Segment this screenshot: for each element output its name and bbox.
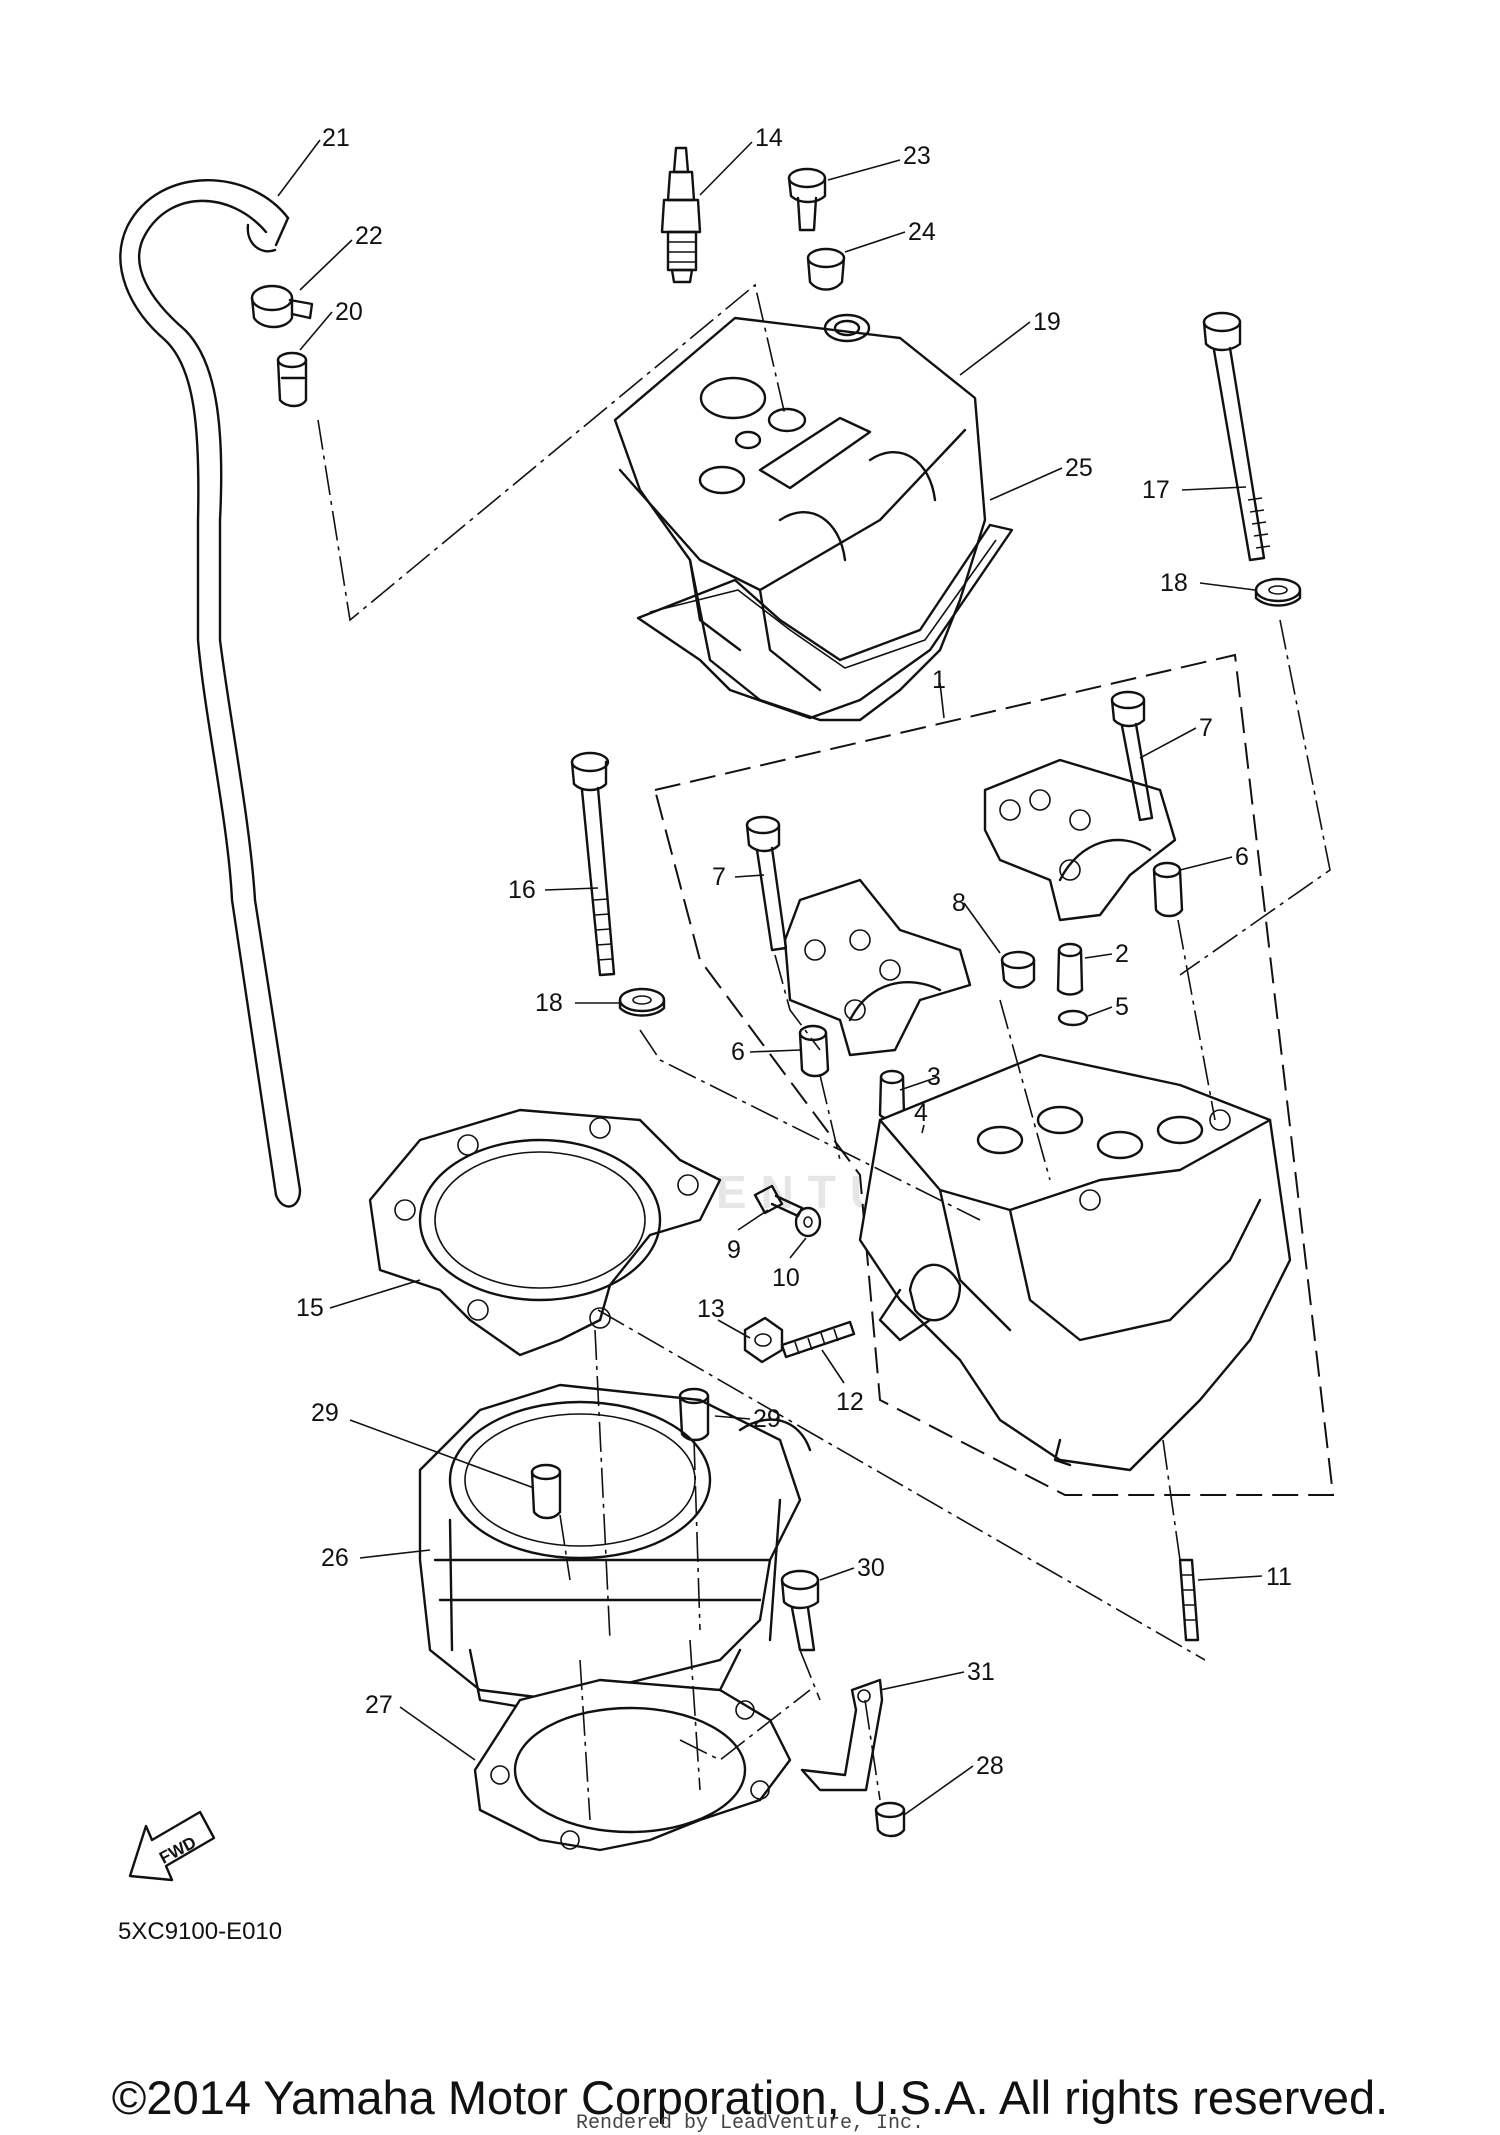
exhaust-stud[interactable] (780, 1320, 856, 1359)
callout-25: 25 (1065, 454, 1093, 482)
long-head-bolt-left[interactable] (570, 751, 616, 977)
cylinder-head-gasket[interactable] (368, 1108, 722, 1357)
callout-29-right: 29 (753, 1405, 781, 1433)
hose-bracket[interactable] (800, 1678, 884, 1792)
callout-9: 9 (727, 1236, 741, 1264)
hose-clamp[interactable] (250, 284, 314, 329)
cover-bolt[interactable] (787, 167, 827, 232)
cover-grommet[interactable] (806, 247, 846, 291)
callout-2: 2 (1115, 940, 1129, 968)
callout-27: 27 (365, 1691, 393, 1719)
cylinder-block[interactable] (418, 1383, 812, 1722)
callout-29-left: 29 (311, 1399, 339, 1427)
callout-4: 4 (914, 1099, 928, 1127)
o-ring-intake[interactable] (1057, 1009, 1089, 1027)
cylinder-dowel-left[interactable] (530, 1463, 562, 1520)
callout-13: 13 (697, 1295, 725, 1323)
callout-leaders (277, 139, 1263, 1816)
callout-20: 20 (335, 298, 363, 326)
forward-direction-arrow: FWD (128, 1810, 216, 1882)
callout-14: 14 (755, 124, 783, 152)
hose-fitting[interactable] (276, 351, 308, 408)
washer-right[interactable] (1254, 577, 1302, 607)
rendered-by-credit: Rendered by LeadVenture, Inc. (575, 2112, 925, 2135)
head-side-bolt[interactable] (753, 1184, 804, 1218)
assembly-lines (317, 283, 1331, 1821)
cylinder-stud[interactable] (1178, 1558, 1200, 1642)
cylinder-head[interactable] (858, 1053, 1292, 1472)
callout-7-left: 7 (712, 863, 726, 891)
dowel-pin-right[interactable] (1152, 861, 1184, 918)
callout-23: 23 (903, 142, 931, 170)
callout-10: 10 (772, 1264, 800, 1292)
cam-cap-bolt-left[interactable] (745, 815, 788, 952)
head-side-washer[interactable] (794, 1206, 822, 1238)
bracket-nut[interactable] (874, 1801, 906, 1838)
callout-3: 3 (927, 1063, 941, 1091)
callout-15: 15 (296, 1294, 324, 1322)
callout-16: 16 (508, 876, 536, 904)
copyright-notice: ©2014 Yamaha Motor Corporation, U.S.A. A… (111, 2071, 1389, 2124)
callout-11: 11 (1266, 1563, 1292, 1591)
cylinder-head-assembly-boundary (653, 653, 1335, 1496)
callout-18-left: 18 (535, 989, 563, 1017)
cam-cap-bolt-right[interactable] (1110, 690, 1154, 822)
diagram-code: 5XC9100-E010 (118, 1918, 283, 1945)
callout-12: 12 (836, 1388, 864, 1416)
callout-30: 30 (857, 1554, 885, 1582)
washer-left[interactable] (618, 987, 666, 1017)
cylinder-dowel-right[interactable] (678, 1387, 710, 1442)
cylinder-bolt[interactable] (780, 1569, 820, 1652)
callout-8: 8 (952, 889, 966, 917)
callout-22: 22 (355, 222, 383, 250)
callout-18-right: 18 (1160, 569, 1188, 597)
valve-guide-intake[interactable] (1056, 942, 1084, 996)
callout-6-left: 6 (731, 1038, 745, 1066)
callout-28: 28 (976, 1752, 1004, 1780)
cylinder-head-cover[interactable] (613, 313, 987, 722)
flange-nut[interactable] (743, 1316, 784, 1364)
spark-plug[interactable] (660, 146, 702, 284)
camshaft-cap-left[interactable] (783, 878, 972, 1057)
callout-17: 17 (1142, 476, 1170, 504)
callout-5: 5 (1115, 993, 1129, 1021)
callout-21: 21 (322, 124, 350, 152)
camshaft-cap-right[interactable] (983, 758, 1177, 922)
callout-24: 24 (908, 218, 936, 246)
callout-31: 31 (967, 1658, 995, 1686)
callout-19: 19 (1033, 308, 1061, 336)
callout-labels: 21 14 23 22 24 19 20 25 17 18 1 7 16 7 6… (296, 124, 1292, 1780)
cylinder-base-gasket[interactable] (473, 1678, 792, 1852)
callout-7-right: 7 (1199, 714, 1213, 742)
dowel-pin-left[interactable] (798, 1024, 830, 1078)
breather-hose[interactable] (119, 179, 302, 1208)
long-head-bolt-right[interactable] (1202, 311, 1271, 562)
callout-6-right: 6 (1235, 843, 1249, 871)
callout-1: 1 (932, 666, 946, 694)
head-cover-gasket[interactable] (636, 523, 1014, 720)
blind-plug[interactable] (1000, 950, 1036, 989)
callout-26: 26 (321, 1544, 349, 1572)
fwd-badge-text: FWD (156, 1833, 199, 1868)
